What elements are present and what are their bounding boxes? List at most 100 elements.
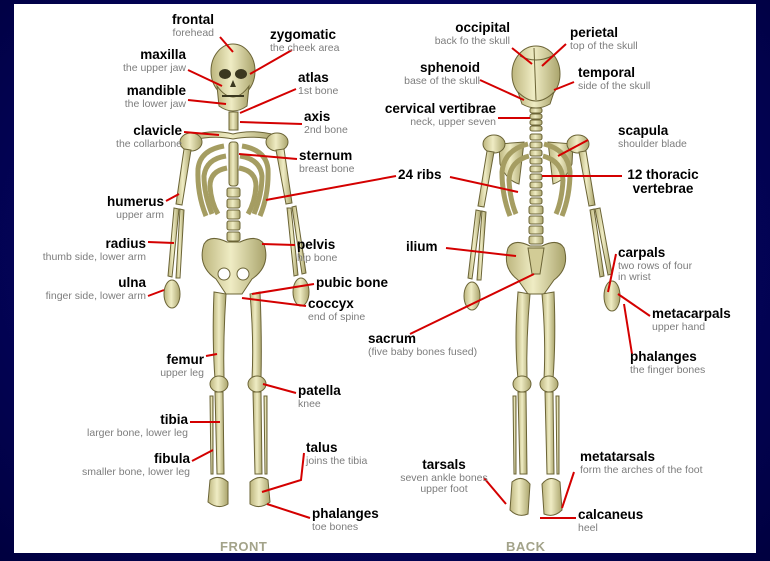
label-atlas: atlas 1st bone xyxy=(298,71,338,96)
label-title: tarsals xyxy=(394,458,494,472)
label-sub: the cheek area xyxy=(270,43,339,54)
label-ribs: 24 ribs xyxy=(398,168,442,182)
label-sternum: sternum breast bone xyxy=(299,149,354,174)
label-clavicle: clavicle the collarbone xyxy=(74,124,182,149)
label-phalanges-toe: phalanges toe bones xyxy=(312,507,379,532)
label-pelvis: pelvis hip bone xyxy=(297,238,337,263)
pointer-ulna xyxy=(148,290,164,296)
label-title: radius xyxy=(22,237,146,251)
label-sub: heel xyxy=(578,523,643,534)
label-title: clavicle xyxy=(74,124,182,138)
back-legs xyxy=(510,292,562,515)
label-cervical: cervical vertibrae neck, upper seven xyxy=(370,102,496,127)
label-sphenoid: sphenoid base of the skull xyxy=(396,61,480,86)
label-title: perietal xyxy=(570,26,638,40)
pointer-patella xyxy=(263,384,296,393)
label-ulna: ulna finger side, lower arm xyxy=(22,276,146,301)
pointer-phalanges-finger xyxy=(624,304,632,354)
label-sub: side of the skull xyxy=(578,81,650,92)
label-occipital: occipital back fo the skull xyxy=(434,21,510,46)
label-sub: forehead xyxy=(172,28,214,39)
label-sub: seven ankle bones xyxy=(394,473,494,484)
label-sub: base of the skull xyxy=(396,76,480,87)
label-sub: 2nd bone xyxy=(304,125,348,136)
label-title: calcaneus xyxy=(578,508,643,522)
label-sub-line2: in wrist xyxy=(618,272,692,283)
label-frontal: frontal forehead xyxy=(172,13,214,38)
label-coccyx: coccyx end of spine xyxy=(308,297,365,322)
label-sub: smaller bone, lower leg xyxy=(40,467,190,478)
label-title: coccyx xyxy=(308,297,365,311)
view-label-front: FRONT xyxy=(220,539,267,553)
label-sub: upper arm xyxy=(74,210,164,221)
label-metacarpals: metacarpals upper hand xyxy=(652,307,731,332)
back-cervical xyxy=(530,108,542,131)
label-sub: (five baby bones fused) xyxy=(368,347,477,358)
label-humerus: humerus upper arm xyxy=(74,195,164,220)
label-scapula: scapula shoulder blade xyxy=(618,124,687,149)
label-mandible: mandible the lower jaw xyxy=(116,84,186,109)
label-femur: femur upper leg xyxy=(124,353,204,378)
label-title: cervical vertibrae xyxy=(370,102,496,116)
label-metatarsals: metatarsals form the arches of the foot xyxy=(580,450,703,475)
label-title: scapula xyxy=(618,124,687,138)
label-patella: patella knee xyxy=(298,384,341,409)
label-sub: the lower jaw xyxy=(116,99,186,110)
label-sub: top of the skull xyxy=(570,41,638,52)
label-title: frontal xyxy=(172,13,214,27)
label-title-line2: vertebrae xyxy=(620,182,706,196)
label-carpals: carpals two rows of four in wrist xyxy=(618,246,692,283)
label-title: patella xyxy=(298,384,341,398)
label-maxilla: maxilla the upper jaw xyxy=(106,48,186,73)
label-title: mandible xyxy=(116,84,186,98)
label-title: ulna xyxy=(22,276,146,290)
label-tarsals: tarsals seven ankle bones upper foot xyxy=(394,458,494,495)
front-skull xyxy=(211,44,255,111)
label-tibia: tibia larger bone, lower leg xyxy=(54,413,188,438)
label-title: fibula xyxy=(40,452,190,466)
label-title: phalanges xyxy=(630,350,705,364)
front-spine xyxy=(227,188,240,241)
label-pubic-bone: pubic bone xyxy=(316,276,388,290)
label-sub: joins the tibia xyxy=(306,456,367,467)
label-title: metacarpals xyxy=(652,307,731,321)
label-thoracic: 12 thoracic vertebrae xyxy=(620,168,706,195)
label-sub: form the arches of the foot xyxy=(580,465,703,476)
label-temporal: temporal side of the skull xyxy=(578,66,650,91)
label-sub: shoulder blade xyxy=(618,139,687,150)
label-phalanges-finger: phalanges the finger bones xyxy=(630,350,705,375)
label-title: ilium xyxy=(406,240,438,254)
label-ilium: ilium xyxy=(406,240,438,254)
label-sub: breast bone xyxy=(299,164,354,175)
front-pelvis xyxy=(202,238,266,294)
pointer-metacarpals xyxy=(618,294,650,316)
pointer-radius xyxy=(148,242,174,243)
label-title: atlas xyxy=(298,71,338,85)
label-title: femur xyxy=(124,353,204,367)
label-sub: neck, upper seven xyxy=(370,117,496,128)
label-sub: end of spine xyxy=(308,312,365,323)
label-title: tibia xyxy=(54,413,188,427)
label-sub: two rows of four xyxy=(618,261,692,272)
label-title: phalanges xyxy=(312,507,379,521)
label-title: axis xyxy=(304,110,348,124)
front-legs xyxy=(208,292,270,507)
label-calcaneus: calcaneus heel xyxy=(578,508,643,533)
label-talus: talus joins the tibia xyxy=(306,441,367,466)
label-zygomatic: zygomatic the cheek area xyxy=(270,28,339,53)
back-spine xyxy=(529,134,543,244)
pointer-fibula xyxy=(192,450,213,461)
label-sub: back fo the skull xyxy=(434,36,510,47)
label-title: sternum xyxy=(299,149,354,163)
label-title: carpals xyxy=(618,246,692,260)
label-sacrum: sacrum (five baby bones fused) xyxy=(368,332,477,357)
label-title: 24 ribs xyxy=(398,168,442,182)
front-shoulder-left xyxy=(266,133,288,151)
front-sternum xyxy=(229,142,238,186)
label-sub: the collarbone xyxy=(74,139,182,150)
label-sub: knee xyxy=(298,399,341,410)
label-perietal: perietal top of the skull xyxy=(570,26,638,51)
label-sub: thumb side, lower arm xyxy=(22,252,146,263)
label-sub: upper hand xyxy=(652,322,731,333)
